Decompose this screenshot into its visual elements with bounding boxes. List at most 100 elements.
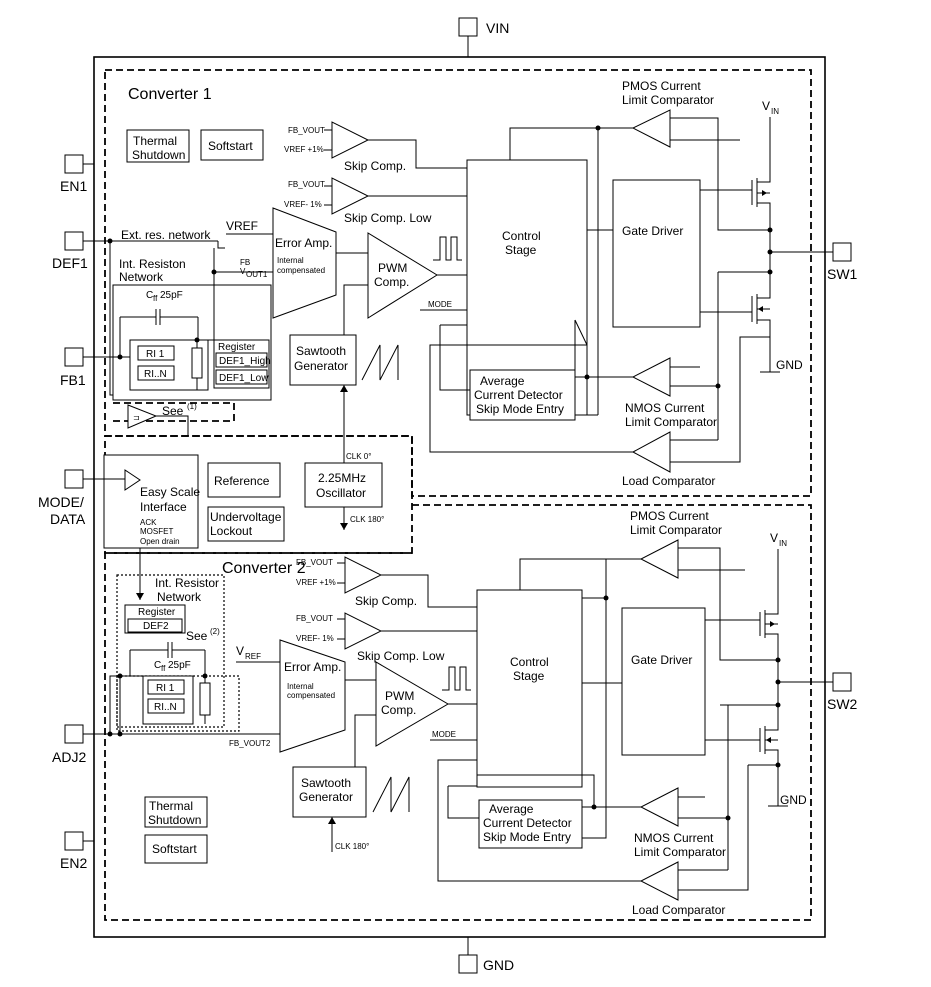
svg-text:Shutdown: Shutdown xyxy=(148,813,201,827)
sawtooth-generator-2: Sawtooth Generator xyxy=(292,766,367,818)
svg-text:ff: ff xyxy=(161,664,166,673)
oscillator: 2.25MHz Oscillator xyxy=(304,462,383,508)
svg-text:Skip Comp. Low: Skip Comp. Low xyxy=(357,649,445,663)
svg-text:MODE: MODE xyxy=(432,730,456,739)
svg-text:Limit Comparator: Limit Comparator xyxy=(630,523,722,537)
reference-block: Reference xyxy=(207,462,281,498)
sawtooth-generator-1: Sawtooth Generator xyxy=(289,334,357,386)
svg-text:EN2: EN2 xyxy=(60,855,87,871)
pin-mode-data: MODE/ DATA xyxy=(38,469,94,527)
svg-text:GND: GND xyxy=(483,957,514,973)
svg-text:Comp.: Comp. xyxy=(381,703,416,717)
svg-text:Easy Scale: Easy Scale xyxy=(140,485,200,499)
svg-text:Stage: Stage xyxy=(513,669,545,683)
pin-sw1: SW1 xyxy=(825,242,858,282)
pwm-waveform-2 xyxy=(442,666,471,691)
load-comp-2 xyxy=(639,861,679,901)
svg-text:DATA: DATA xyxy=(50,511,86,527)
gate-driver-1[interactable] xyxy=(612,179,701,328)
rin-label-2: RI..N xyxy=(154,702,177,713)
svg-text:Internal: Internal xyxy=(287,682,314,691)
skip-comp-low-2 xyxy=(344,612,383,650)
pin-vin: VIN xyxy=(458,17,509,57)
svg-text:PWM: PWM xyxy=(378,261,407,275)
svg-text:V: V xyxy=(236,644,244,658)
thermal-shutdown-1: Thermal Shutdown xyxy=(126,129,190,163)
avg-current-detector-1[interactable]: Average Current Detector Skip Mode Entry xyxy=(469,369,576,421)
svg-text:Average: Average xyxy=(489,802,534,816)
nmos-limit-comp-1 xyxy=(631,357,671,397)
capacitor-2 xyxy=(130,642,205,658)
svg-text:Average: Average xyxy=(480,374,525,388)
svg-text:V: V xyxy=(240,267,246,276)
svg-text:C: C xyxy=(154,660,161,671)
error-amp-1 xyxy=(272,207,337,319)
pmos-limit-comp-1 xyxy=(631,109,671,148)
int-resistor-network-2 xyxy=(116,574,225,728)
svg-text:Reference: Reference xyxy=(214,474,270,488)
converter2-title: Converter 2 xyxy=(222,560,306,577)
svg-text:IN: IN xyxy=(771,107,779,116)
skip-comp-2 xyxy=(344,556,383,594)
svg-text:OUT1: OUT1 xyxy=(246,270,268,279)
avg-current-detector-2[interactable]: Average Current Detector Skip Mode Entry xyxy=(478,799,583,849)
easy-scale-interface[interactable]: Easy Scale Interface ACK MOSFET Open dra… xyxy=(103,454,200,549)
svg-text:Control: Control xyxy=(510,655,549,669)
svg-text:FB_VOUT: FB_VOUT xyxy=(296,614,333,623)
nmos-transistor-2 xyxy=(759,705,779,770)
see-note-1: See xyxy=(162,404,184,418)
svg-text:GND: GND xyxy=(776,358,803,372)
svg-text:Skip Mode Entry: Skip Mode Entry xyxy=(476,402,564,416)
svg-text:Current Detector: Current Detector xyxy=(474,388,563,402)
capacitor-1 xyxy=(120,309,198,325)
pmos-transistor-1 xyxy=(751,178,771,230)
control-stage-2[interactable] xyxy=(476,589,583,788)
svg-text:MODE: MODE xyxy=(428,300,452,309)
svg-text:Gate Driver: Gate Driver xyxy=(631,653,692,667)
svg-text:Limit Comparator: Limit Comparator xyxy=(622,93,714,107)
svg-text:25pF: 25pF xyxy=(160,290,183,301)
thermal-shutdown-2: Thermal Shutdown xyxy=(144,796,208,828)
svg-text:V: V xyxy=(770,531,778,545)
svg-text:DEF1: DEF1 xyxy=(52,255,88,271)
gate-driver-2[interactable] xyxy=(621,607,706,756)
svg-text:ACK: ACK xyxy=(140,518,157,527)
nmos-transistor-1 xyxy=(751,272,771,345)
skip-comp-1 xyxy=(331,121,370,159)
svg-text:Network: Network xyxy=(157,590,202,604)
svg-text:SW1: SW1 xyxy=(827,266,858,282)
nmos-limit-comp-2 xyxy=(639,787,679,827)
svg-text:Generator: Generator xyxy=(299,790,353,804)
svg-text:VREF- 1%: VREF- 1% xyxy=(284,200,322,209)
svg-text:Skip Comp. Low: Skip Comp. Low xyxy=(344,211,432,225)
svg-text:ff: ff xyxy=(153,294,158,303)
svg-text:FB_VOUT: FB_VOUT xyxy=(288,126,325,135)
svg-text:Load Comparator: Load Comparator xyxy=(632,903,725,917)
uvlo-block: Undervoltage Lockout xyxy=(207,506,285,542)
svg-text:PMOS Current: PMOS Current xyxy=(630,509,709,523)
svg-text:Shutdown: Shutdown xyxy=(132,148,185,162)
svg-text:CLK 180°: CLK 180° xyxy=(335,842,369,851)
svg-text:Stage: Stage xyxy=(505,243,537,257)
svg-text:CLK 180°: CLK 180° xyxy=(350,515,384,524)
ri1-label-2: RI 1 xyxy=(156,683,175,694)
sawtooth-waveform-2 xyxy=(372,776,410,813)
svg-text:FB_VOUT: FB_VOUT xyxy=(296,558,333,567)
svg-text:Error Amp.: Error Amp. xyxy=(284,660,341,674)
svg-text:compensated: compensated xyxy=(277,266,325,275)
svg-text:⊐: ⊐ xyxy=(133,413,140,422)
svg-text:Register: Register xyxy=(138,607,176,618)
svg-text:Internal: Internal xyxy=(277,256,304,265)
rin-label-1: RI..N xyxy=(144,369,167,380)
error-amp-2 xyxy=(279,639,346,753)
svg-text:Limit Comparator: Limit Comparator xyxy=(634,845,726,859)
svg-text:FB1: FB1 xyxy=(60,372,86,388)
svg-text:Load Comparator: Load Comparator xyxy=(622,474,715,488)
svg-text:VREF: VREF xyxy=(226,219,258,233)
converter2-region xyxy=(104,504,812,921)
svg-text:IN: IN xyxy=(779,539,787,548)
svg-text:FB_VOUT2: FB_VOUT2 xyxy=(229,739,271,748)
softstart-1: Softstart xyxy=(200,129,264,161)
svg-text:SW2: SW2 xyxy=(827,696,858,712)
